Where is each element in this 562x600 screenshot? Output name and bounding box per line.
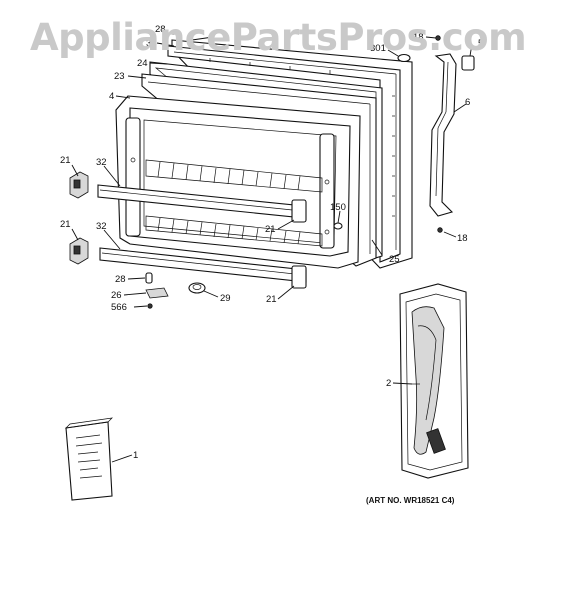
door-liner: [115, 95, 361, 269]
callout-28-bot: 28: [115, 274, 126, 285]
handle-end-cap: [461, 55, 475, 71]
door-shelf-bar-lower: [99, 247, 307, 289]
callout-23: 23: [114, 71, 125, 82]
callout-1: 1: [133, 450, 138, 461]
callout-24: 24: [137, 58, 148, 69]
callout-32-b: 32: [96, 221, 107, 232]
callout-labels: 28 30 301 24 23 4 18 5 6 21 32 21 32 150…: [60, 24, 483, 461]
bar-end-cap-left-upper: [69, 171, 89, 199]
callout-5: 5: [478, 38, 483, 49]
door-handle: [429, 53, 457, 217]
door-shelf-bar-upper: [97, 184, 307, 223]
screw-566: [147, 303, 153, 309]
bar-end-cap-left-lower: [69, 237, 89, 265]
callout-21-b: 21: [60, 219, 71, 230]
callout-4: 4: [109, 91, 114, 102]
handle-trim-assembly: [399, 283, 469, 479]
callout-25: 25: [389, 254, 400, 265]
callout-29: 29: [220, 293, 231, 304]
door-plug: [188, 282, 206, 294]
watermark: AppliancePartsPros.com: [30, 16, 526, 59]
callout-32-a: 32: [96, 157, 107, 168]
callout-6: 6: [465, 97, 470, 108]
callout-18-bot: 18: [457, 233, 468, 244]
stop-pin: [145, 272, 153, 284]
callout-301: 301: [370, 43, 386, 54]
callout-21-c: 21: [265, 224, 276, 235]
callout-21-d: 21: [266, 294, 277, 305]
callout-566: 566: [111, 302, 127, 313]
screw-bottom: [437, 227, 443, 233]
callout-150: 150: [330, 202, 346, 213]
plug-150: [333, 222, 343, 230]
callout-28-top: 28: [155, 24, 166, 35]
door-stop-plate: [145, 287, 169, 299]
callout-30: 30: [146, 38, 157, 49]
art-number: (ART NO. WR18521 C4): [366, 496, 455, 505]
callout-2: 2: [386, 378, 391, 389]
screws-top-left: [175, 31, 193, 43]
leader-lines: [71, 32, 473, 463]
callout-26: 26: [111, 290, 122, 301]
owners-manual: [65, 417, 113, 501]
callout-21-a: 21: [60, 155, 71, 166]
callout-18-top: 18: [413, 32, 424, 43]
screw-301: [397, 53, 411, 63]
